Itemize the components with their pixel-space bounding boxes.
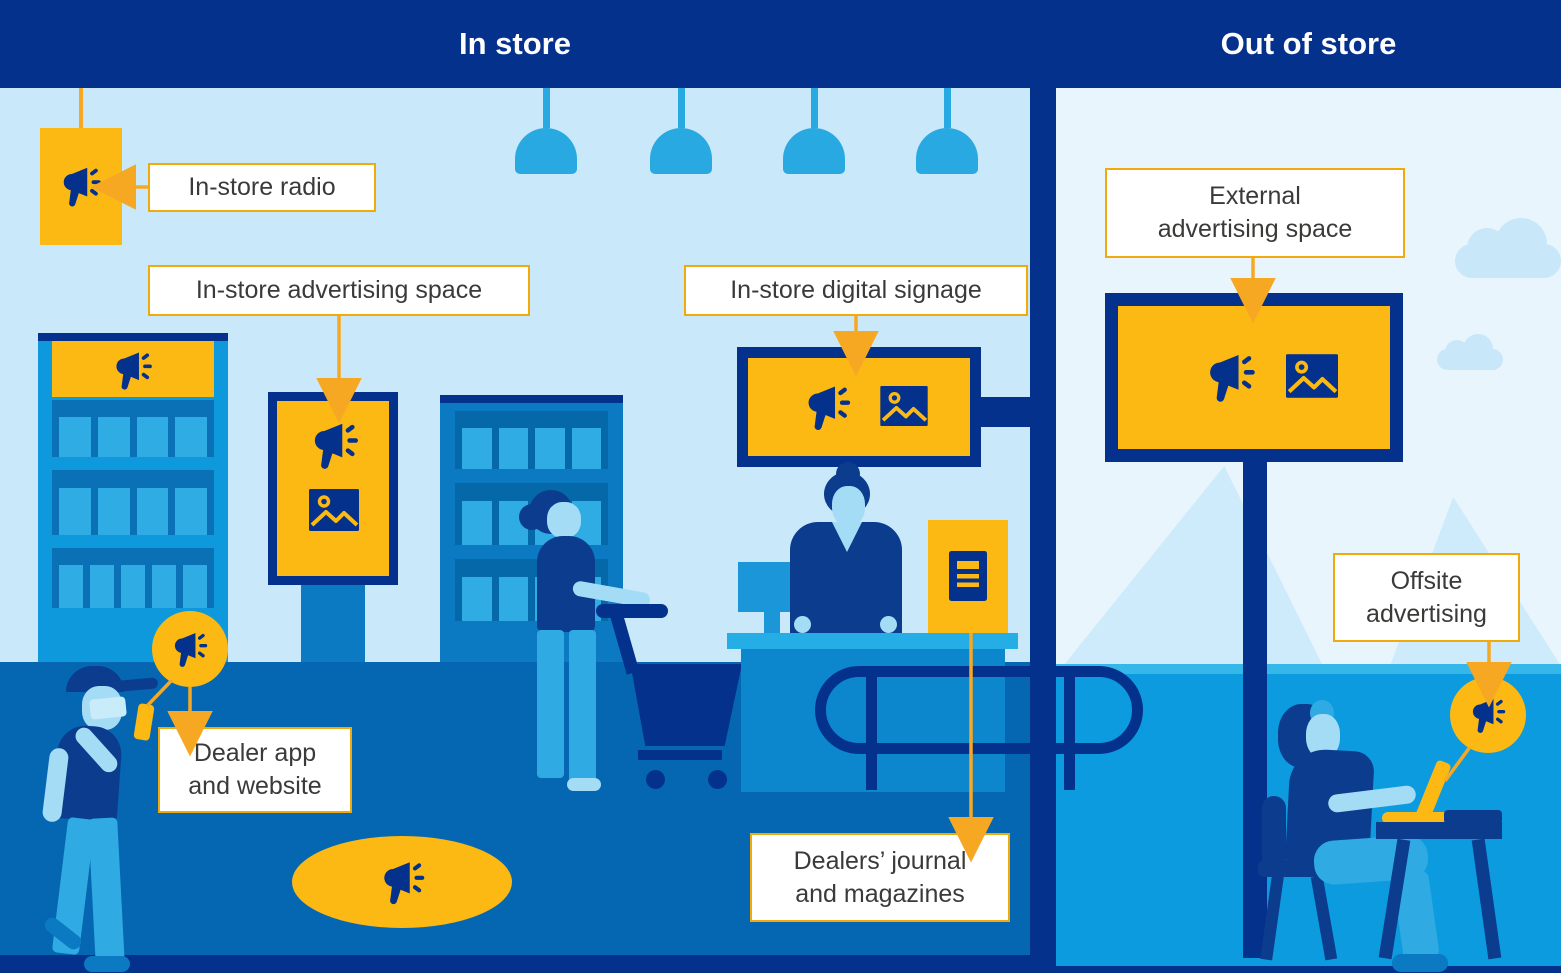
shopper-face (547, 502, 581, 538)
ceiling-lamp-icon (783, 88, 845, 174)
cashier-hand (880, 616, 897, 633)
megaphone-icon (169, 628, 211, 670)
ceiling-lamp-icon (515, 88, 577, 174)
floor-advertising-sticker (292, 836, 512, 928)
megaphone-icon (377, 856, 429, 908)
section-title-in-store: In store (459, 26, 571, 61)
shopper-leg (569, 630, 596, 785)
shopping-cart (596, 598, 756, 798)
section-header-bar (0, 0, 1561, 88)
laptop-base (1382, 812, 1460, 824)
out-of-store-ground-bottom (1056, 966, 1561, 973)
cashier-hand (794, 616, 811, 633)
image-icon (309, 489, 359, 531)
label-in-store-advertising-space: In-store advertising space (148, 265, 530, 316)
customer-shoe (84, 956, 130, 972)
railing-post (1064, 666, 1075, 790)
label-in-store-radio: In-store radio (148, 163, 376, 212)
chair-leg (1260, 875, 1284, 961)
customer-face-mask (89, 696, 127, 720)
out-of-store-ground-edge (1056, 664, 1561, 674)
desk-shelf (1444, 810, 1502, 824)
customer-with-phone (40, 660, 180, 973)
dealer-app-icon-bubble (152, 611, 228, 687)
store-boundary-wall (1030, 88, 1056, 973)
label-dealers-journal-and-magazines: Dealers’ journal and magazines (750, 833, 1010, 922)
cashier-face (832, 486, 865, 526)
cart-basket (630, 664, 742, 746)
checkout-counter-top (727, 633, 1018, 649)
checkout-railing (815, 666, 1143, 754)
section-title-out-of-store: Out of store (1220, 26, 1397, 61)
shelf-header-ad (52, 341, 214, 397)
label-external-advertising-space: External advertising space (1105, 168, 1405, 258)
image-icon (1286, 354, 1338, 398)
shopper-person (515, 488, 665, 793)
cart-handle (596, 604, 668, 618)
desk-leg (1471, 838, 1502, 960)
in-store-digital-signage-screen (737, 347, 981, 467)
cloud-small (1437, 334, 1503, 370)
cloud-large (1455, 218, 1561, 278)
cart-frame (638, 750, 722, 760)
megaphone-icon (57, 162, 105, 210)
customer-leg (88, 817, 125, 967)
desk-top (1376, 822, 1502, 839)
kiosk-pedestal (301, 572, 365, 662)
in-store-floor-edge (0, 955, 1030, 973)
label-in-store-digital-signage: In-store digital signage (684, 265, 1028, 316)
ceiling-lamp-icon (916, 88, 978, 174)
chair-leg (1310, 875, 1338, 961)
shopper-leg (537, 630, 564, 778)
cashier-person (786, 462, 906, 633)
label-dealer-app-and-website: Dealer app and website (158, 727, 352, 813)
ceiling-lamp-icon (650, 88, 712, 174)
smartphone (133, 702, 155, 742)
cart-wheel (646, 770, 665, 789)
image-icon (880, 386, 928, 426)
billboard-screen (1105, 293, 1403, 462)
megaphone-icon (801, 380, 855, 434)
remote-user-at-laptop (1248, 696, 1518, 972)
user-shoe (1392, 954, 1448, 972)
megaphone-icon (307, 417, 363, 473)
cart-wheel (708, 770, 727, 789)
in-store-advertising-kiosk (268, 392, 398, 662)
chair-back (1262, 796, 1286, 868)
document-icon (949, 550, 987, 602)
store-shelf-left (38, 333, 228, 662)
magazine-stand (928, 520, 1008, 633)
cashier-vneck (832, 522, 862, 552)
railing-post (866, 666, 877, 790)
pos-monitor-stand (764, 612, 780, 633)
label-offsite-advertising: Offsite advertising (1333, 553, 1520, 642)
kiosk-screen (268, 392, 398, 585)
in-store-radio-speaker (40, 128, 122, 245)
megaphone-icon (110, 347, 156, 393)
shopper-foot (567, 778, 601, 791)
megaphone-icon (1202, 348, 1260, 406)
